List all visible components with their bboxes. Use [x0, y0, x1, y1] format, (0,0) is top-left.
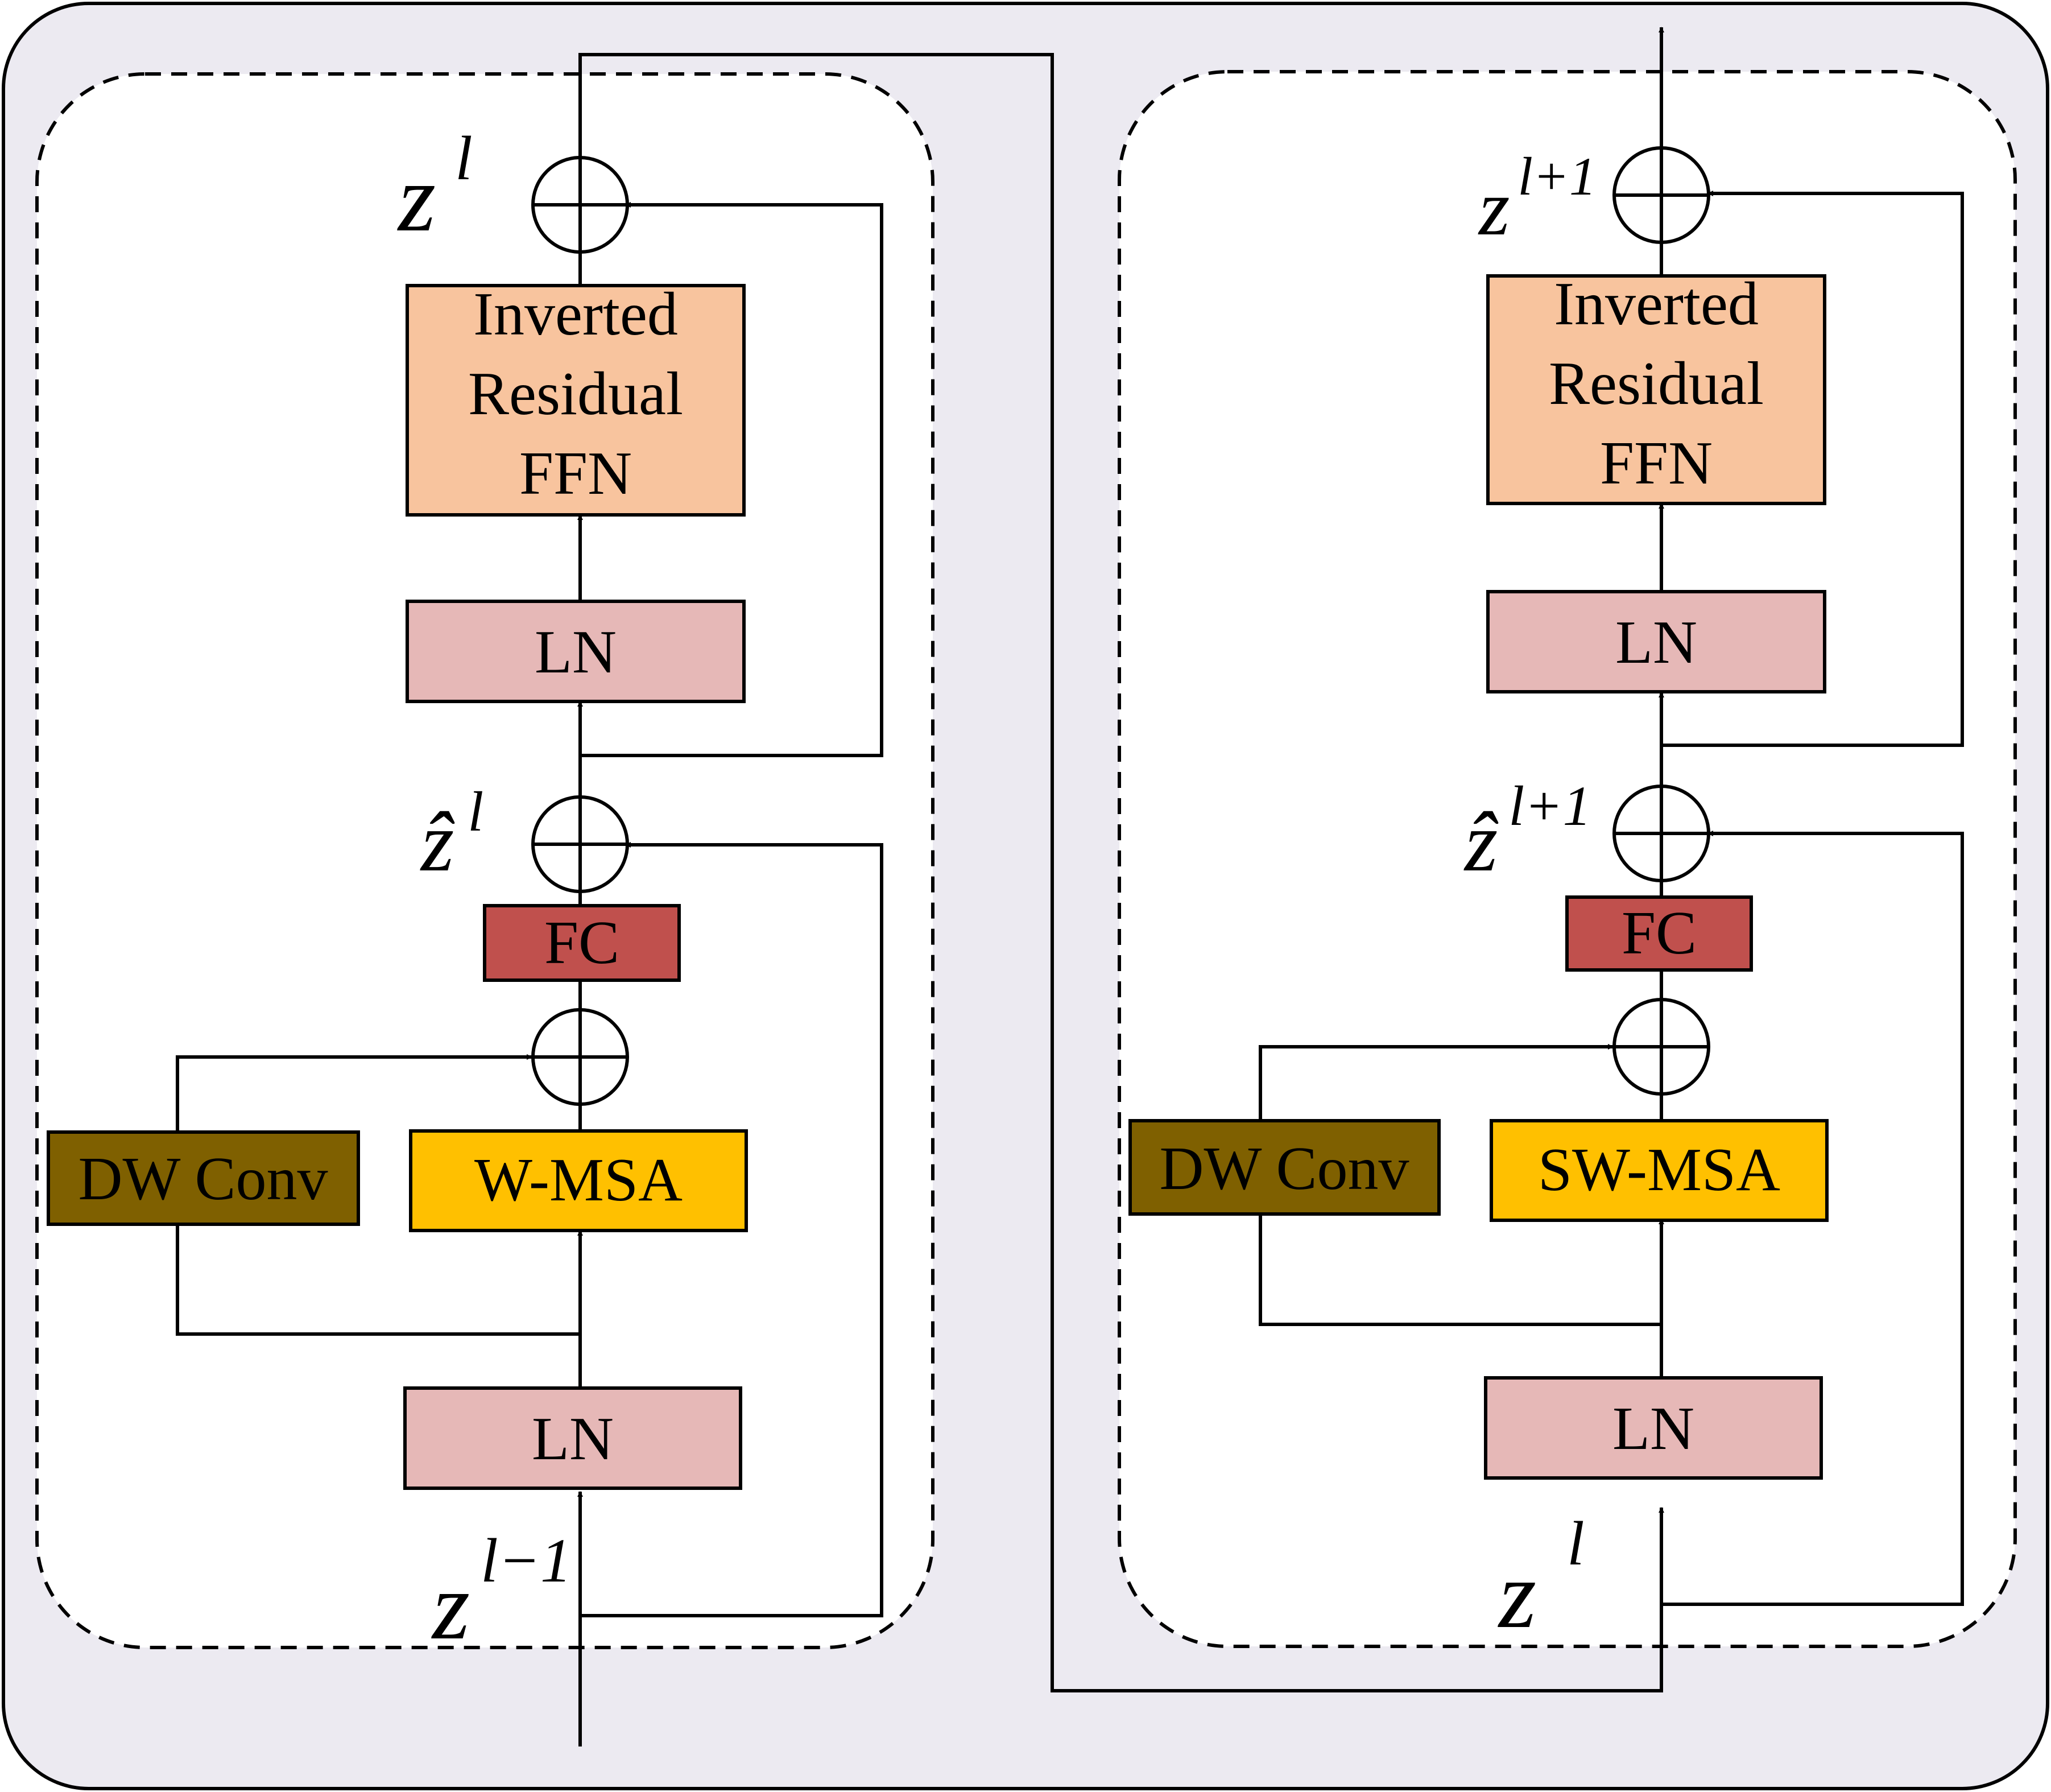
right-ffn-line-1: Inverted: [1554, 270, 1759, 338]
right-swmsa-label: SW-MSA: [1538, 1136, 1780, 1204]
left-ln-bottom-box: [403, 1386, 742, 1490]
left-ln-top-box: [406, 600, 746, 703]
left-ln-bottom-label: LN: [532, 1405, 614, 1473]
right-z-out-label: z l+1: [1478, 146, 1597, 252]
right-add-node-low: [1612, 998, 1710, 1096]
left-wmsa-label: W-MSA: [474, 1146, 683, 1214]
left-add-node-mid: [531, 795, 629, 893]
left-ffn-line-1: Inverted: [473, 280, 678, 348]
right-add-node-mid: [1612, 784, 1710, 882]
right-fc-box: [1565, 895, 1753, 972]
right-swmsa-box: [1490, 1119, 1829, 1222]
right-add-node-top: [1612, 146, 1710, 244]
right-dwconv-label: DW Conv: [1159, 1135, 1409, 1203]
left-z-out-label: z l: [397, 123, 473, 251]
right-fc-label: FC: [1622, 899, 1697, 967]
connector-lines: [176, 27, 1964, 1746]
left-fc-label: FC: [544, 909, 619, 977]
left-zhat-label: ẑ l: [420, 780, 483, 889]
left-ffn-line-2: Residual: [468, 360, 683, 428]
right-ffn-line-2: Residual: [1549, 350, 1764, 418]
left-z-in-label: z l−1: [431, 1526, 572, 1659]
left-add-node-low: [531, 1008, 629, 1106]
left-fc-box: [483, 904, 681, 982]
left-ffn-box: [406, 284, 746, 517]
left-ln-top-label: LN: [535, 618, 617, 686]
right-block: Inverted Residual FFN LN FC DW Conv SW-M…: [1128, 146, 1829, 1648]
right-ln-top-label: LN: [1615, 609, 1697, 676]
right-dwconv-box: [1128, 1119, 1441, 1216]
left-wmsa-box: [409, 1129, 748, 1232]
left-add-node-top: [531, 156, 629, 254]
right-z-in-label: z l: [1498, 1509, 1585, 1648]
right-ln-bottom-label: LN: [1612, 1395, 1694, 1463]
left-dwconv-box: [47, 1130, 360, 1226]
right-ffn-line-3: FFN: [1600, 430, 1713, 497]
left-dwconv-label: DW Conv: [78, 1145, 328, 1213]
left-block: Inverted Residual FFN LN FC DW Conv W-MS…: [47, 123, 748, 1659]
left-ffn-line-3: FFN: [519, 440, 632, 507]
right-ln-bottom-box: [1484, 1376, 1823, 1480]
right-ffn-box: [1486, 274, 1826, 505]
right-ln-top-box: [1486, 590, 1826, 693]
right-zhat-label: ẑ l+1: [1463, 774, 1591, 889]
